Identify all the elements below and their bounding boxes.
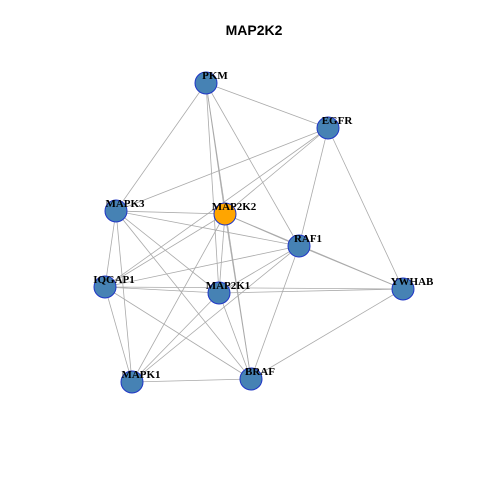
node-egfr[interactable] [316, 116, 340, 140]
edge-egfr-map2k2 [224, 127, 329, 215]
node-ywhab[interactable] [391, 277, 415, 301]
edge-map2k2-map2k1 [218, 213, 226, 294]
edge-pkm-mapk3 [115, 82, 207, 212]
edge-mapk3-iqgap1 [104, 210, 117, 288]
node-mapk1[interactable] [120, 370, 144, 394]
edge-ywhab-iqgap1 [104, 286, 404, 290]
edge-iqgap1-map2k1 [104, 286, 220, 294]
edges-layer [104, 82, 404, 383]
node-pkm[interactable] [194, 71, 218, 95]
node-braf[interactable] [239, 367, 263, 391]
edge-pkm-map2k1 [205, 82, 220, 294]
edge-iqgap1-mapk1 [104, 286, 133, 383]
edge-egfr-raf1 [298, 127, 329, 247]
node-map2k1[interactable] [207, 281, 231, 305]
edge-map2k1-mapk1 [131, 292, 220, 383]
edge-iqgap1-braf [104, 286, 252, 380]
edge-mapk3-raf1 [115, 210, 300, 247]
edge-mapk3-mapk1 [115, 210, 133, 383]
node-label-iqgap1: IQGAP1 [93, 274, 135, 286]
edge-raf1-mapk1 [131, 245, 300, 383]
node-map2k2[interactable] [213, 202, 237, 226]
edge-pkm-egfr [205, 82, 329, 129]
edge-mapk3-map2k1 [115, 210, 220, 294]
edge-map2k1-braf [218, 292, 252, 380]
node-label-raf1: RAF1 [294, 233, 322, 245]
edge-egfr-ywhab [327, 127, 404, 290]
node-label-mapk1: MAPK1 [121, 369, 160, 381]
node-label-map2k1: MAP2K1 [206, 280, 251, 292]
node-label-map2k2: MAP2K2 [212, 201, 257, 213]
edge-ywhab-map2k1 [218, 288, 404, 294]
edge-raf1-braf [250, 245, 300, 380]
edge-mapk1-braf [131, 378, 252, 383]
edge-raf1-ywhab [298, 245, 404, 290]
edge-raf1-iqgap1 [104, 245, 300, 288]
edge-map2k2-braf [224, 213, 252, 380]
edge-raf1-map2k1 [218, 245, 300, 294]
edge-map2k2-iqgap1 [104, 213, 226, 288]
node-raf1[interactable] [287, 234, 311, 258]
node-iqgap1[interactable] [93, 275, 117, 299]
node-label-pkm: PKM [202, 70, 228, 82]
node-mapk3[interactable] [104, 199, 128, 223]
diagram-title: MAP2K2 [226, 22, 283, 38]
edge-mapk3-braf [115, 210, 252, 380]
edge-egfr-mapk3 [115, 127, 329, 212]
nodes-layer [93, 71, 415, 394]
edge-mapk3-map2k2 [115, 210, 226, 215]
node-label-mapk3: MAPK3 [105, 198, 145, 210]
edge-pkm-raf1 [205, 82, 300, 247]
edge-map2k2-mapk1 [131, 213, 226, 383]
edge-ywhab-braf [250, 288, 404, 380]
node-label-ywhab: YWHAB [391, 276, 434, 288]
node-label-braf: BRAF [245, 366, 275, 378]
node-label-egfr: EGFR [322, 115, 354, 127]
